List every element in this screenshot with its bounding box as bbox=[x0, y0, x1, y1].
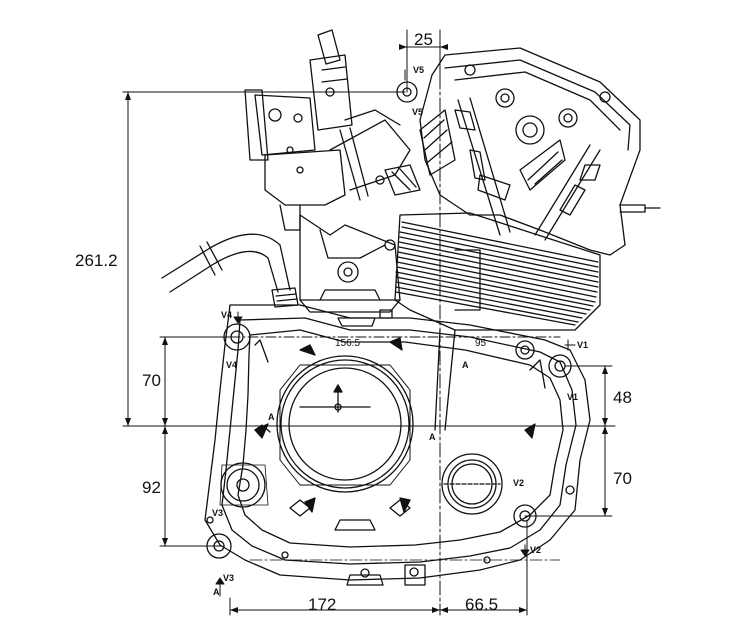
mount-label-v1: V1 bbox=[577, 340, 588, 350]
oil-filler bbox=[441, 453, 503, 515]
mount-label-v4: V4 bbox=[221, 310, 232, 320]
dim-lower-right-height: 70 bbox=[613, 469, 632, 488]
dim-left-span: 156.5 bbox=[335, 338, 360, 349]
cylinder-head bbox=[419, 47, 661, 256]
mount-label-v2-lower: V2 bbox=[530, 545, 541, 555]
section-marker-labels: A A A A bbox=[213, 360, 469, 597]
dim-upper-right-height: 48 bbox=[613, 388, 632, 407]
breather-hose bbox=[161, 233, 299, 308]
dimension-labels: 25 261.2 70 92 48 70 172 66.5 156.5 95 bbox=[75, 30, 632, 614]
mount-label-v3-upper: V3 bbox=[212, 508, 223, 518]
dim-overall-height: 261.2 bbox=[75, 251, 118, 270]
mount-label-v3: V3 bbox=[223, 573, 234, 583]
cylinder-barrel bbox=[394, 212, 601, 431]
section-label-a-center: A bbox=[429, 432, 436, 442]
dim-right-span: 95 bbox=[475, 338, 487, 349]
section-label-a-left: A bbox=[268, 412, 275, 422]
dimension-arrows bbox=[125, 44, 608, 613]
dim-top-width: 25 bbox=[414, 30, 433, 49]
dim-upper-left-height: 70 bbox=[142, 371, 161, 390]
section-label-a-right: A bbox=[462, 360, 469, 370]
dimension-lines bbox=[122, 29, 616, 616]
mount-label-v2: V2 bbox=[513, 478, 524, 488]
intake-manifold bbox=[299, 214, 401, 313]
mount-label-v5-lower: V5 bbox=[412, 107, 423, 117]
lower-left-boss bbox=[219, 462, 269, 508]
mount-marker-labels: V1 V1 V2 V2 V3 V3 V4 V4 V5 V5 bbox=[212, 65, 588, 583]
clutch-cover bbox=[276, 355, 414, 493]
case-details bbox=[249, 309, 561, 586]
section-label-a-bottom: A bbox=[213, 587, 220, 597]
mount-label-v5: V5 bbox=[413, 65, 424, 75]
marker-flags bbox=[215, 69, 576, 597]
carburetor bbox=[244, 29, 421, 231]
engine-mounts bbox=[206, 81, 575, 559]
dim-bottom-right-width: 66.5 bbox=[465, 595, 498, 614]
dim-bottom-left-width: 172 bbox=[308, 595, 336, 614]
mount-label-v4-lower: V4 bbox=[226, 360, 237, 370]
dim-lower-left-height: 92 bbox=[142, 478, 161, 497]
mount-label-v1-lower: V1 bbox=[567, 392, 578, 402]
